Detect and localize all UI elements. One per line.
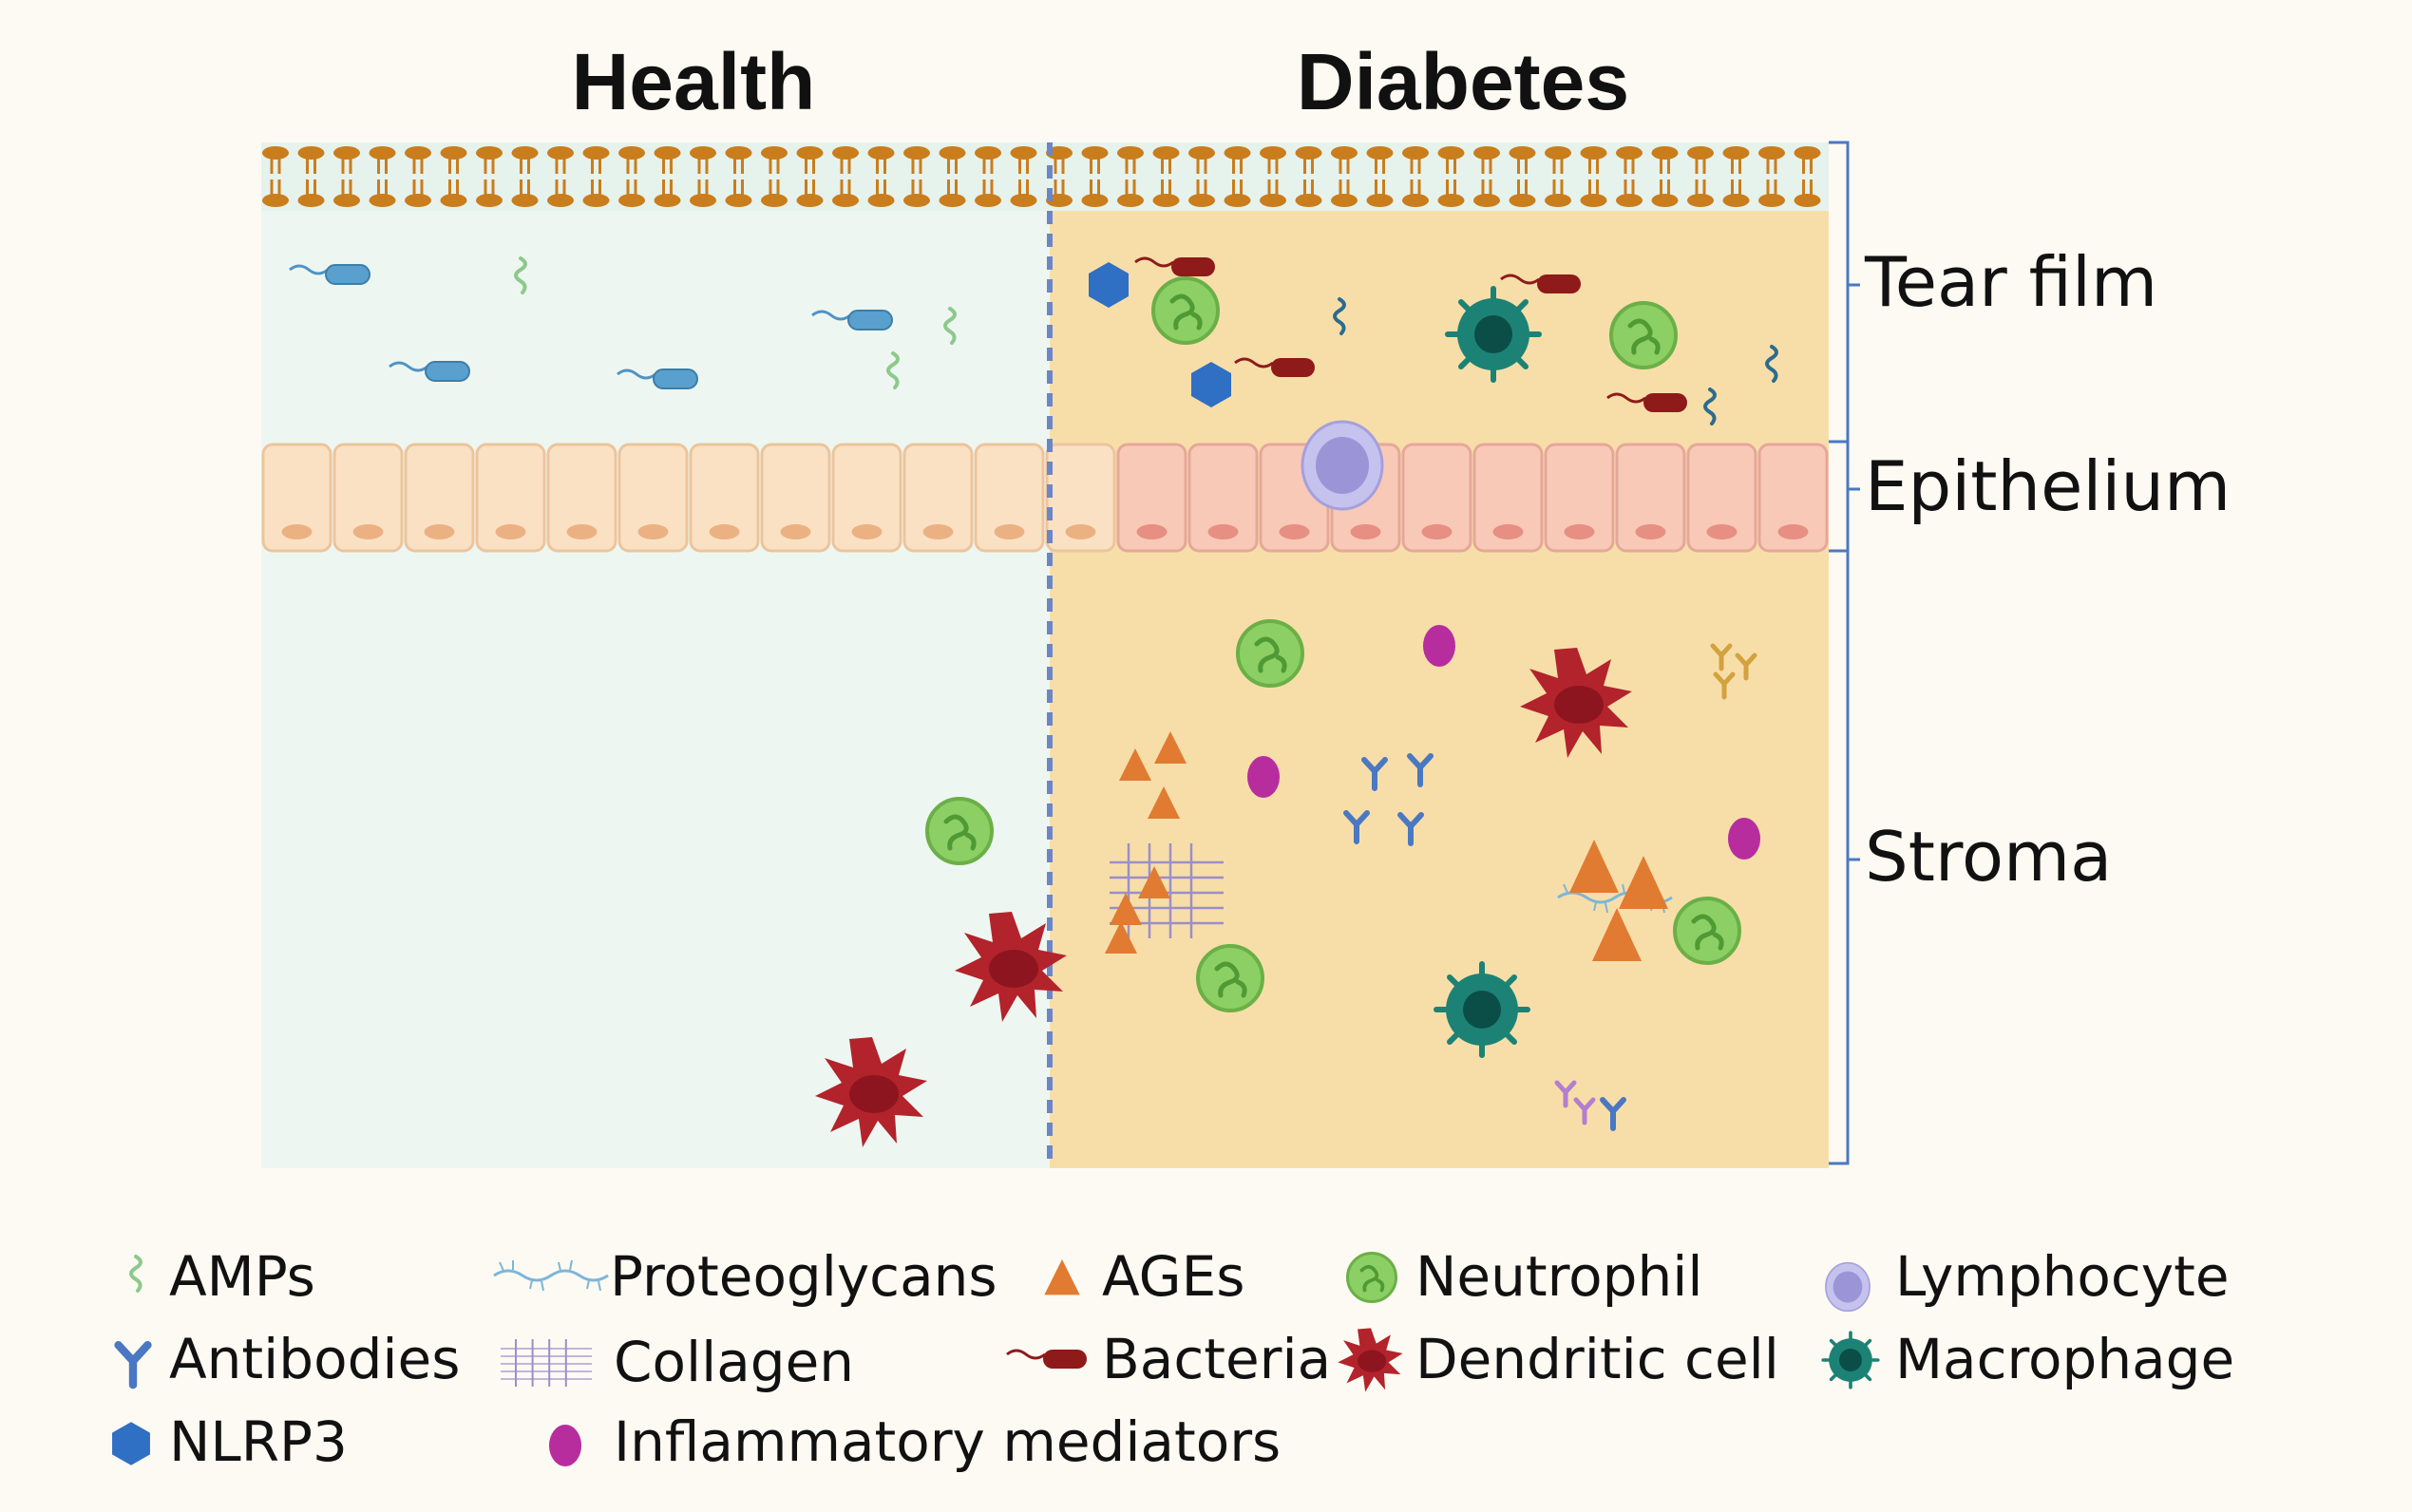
proteoglycan-legend-icon (492, 1258, 610, 1293)
epithelial-cell (1544, 443, 1615, 553)
legend-ages: AGEs (1102, 1244, 1245, 1309)
epithelial-cell-nucleus (1279, 524, 1310, 539)
epithelial-cell-nucleus (780, 524, 811, 539)
amp-legend-icon (129, 1255, 142, 1293)
neutrophil-icon (1675, 898, 1739, 963)
neutrophil-icon (927, 799, 992, 863)
epithelial-cell (1401, 443, 1472, 553)
epithelial-cell (1615, 443, 1686, 553)
epithelial-cell-nucleus (281, 524, 313, 539)
collagen-legend-icon (499, 1337, 594, 1389)
epithelial-cell-nucleus (1635, 524, 1666, 539)
legend-nlrp3: NLRP3 (169, 1409, 348, 1474)
epithelial-cell-nucleus (637, 524, 669, 539)
ages-legend-icon (1044, 1259, 1080, 1295)
bacteria-legend-icon (1005, 1348, 1089, 1370)
lymphocyte-legend-icon (1825, 1261, 1871, 1313)
epithelial-cell-nucleus (1421, 524, 1453, 539)
epithelial-cell-nucleus (994, 524, 1025, 539)
neutrophil-icon (1238, 621, 1302, 686)
antibody-legend-icon (119, 1345, 148, 1385)
legend-proteoglycans: Proteoglycans (610, 1244, 997, 1309)
epithelial-cell-nucleus (352, 524, 384, 539)
epithelial-cell-nucleus (1065, 524, 1096, 539)
epithelial-cell (1187, 443, 1259, 553)
epithelial-cell (831, 443, 902, 553)
epithelial-cell (902, 443, 974, 553)
health-panel-background (261, 142, 1050, 1168)
legend-neutrophil: Neutrophil (1415, 1244, 1703, 1309)
neutrophil-icon (1611, 303, 1676, 368)
layer-bracket (1829, 141, 1860, 1165)
diabetes-title: Diabetes (1296, 37, 1630, 126)
legend-lymphocyte: Lymphocyte (1895, 1244, 2230, 1309)
epithelial-cell (760, 443, 831, 553)
epithelium-label: Epithelium (1865, 446, 2232, 526)
dendritic-cell-legend-icon (1338, 1328, 1403, 1392)
inflammatory-mediator-icon (1728, 818, 1760, 860)
epithelial-cell (617, 443, 689, 553)
epithelial-cell (1686, 443, 1757, 553)
epithelial-cell-nucleus (1136, 524, 1168, 539)
epithelial-cell-nucleus (1492, 524, 1524, 539)
epithelial-cell-nucleus (495, 524, 526, 539)
legend-collagen: Collagen (614, 1330, 855, 1394)
legend-macrophage: Macrophage (1895, 1327, 2235, 1391)
epithelial-cell-nucleus (1207, 524, 1239, 539)
epithelial-cell-nucleus (1706, 524, 1738, 539)
stroma-label: Stroma (1865, 817, 2113, 897)
inflammatory-mediator-icon (1423, 625, 1455, 667)
legend-bacteria: Bacteria (1102, 1327, 1332, 1391)
epithelial-cell (546, 443, 617, 553)
epithelial-cell-nucleus (922, 524, 954, 539)
tear-film-label: Tear film (1865, 242, 2158, 322)
epithelial-cell-nucleus (851, 524, 883, 539)
epithelial-cell (332, 443, 404, 553)
epithelial-cell-nucleus (1350, 524, 1381, 539)
epithelial-cell-nucleus (424, 524, 455, 539)
epithelial-cell-nucleus (709, 524, 740, 539)
epithelial-cell-nucleus (1564, 524, 1595, 539)
macrophage-icon (1436, 964, 1528, 1055)
nlrp3-legend-icon (112, 1422, 150, 1465)
epithelial-cell (475, 443, 546, 553)
neutrophil-legend-icon (1345, 1251, 1398, 1304)
inflammatory-mediator-icon (1247, 756, 1280, 798)
neutrophil-icon (1198, 946, 1263, 1011)
legend-dendritic-cell: Dendritic cell (1415, 1327, 1779, 1391)
epithelial-cell-nucleus (1777, 524, 1809, 539)
neutrophil-icon (1153, 278, 1218, 343)
health-title: Health (571, 37, 816, 126)
epithelial-cell (689, 443, 760, 553)
epithelial-cell (1757, 443, 1829, 553)
macrophage-icon (1448, 289, 1539, 380)
epithelial-cell (261, 443, 332, 553)
lymphocyte-icon (1301, 420, 1384, 511)
epithelium-cells (261, 443, 1829, 553)
epithelial-cell (404, 443, 475, 553)
legend-amps: AMPs (169, 1244, 315, 1309)
macrophage-legend-icon (1821, 1331, 1880, 1389)
legend-antibodies: Antibodies (169, 1327, 461, 1391)
legend-inflammatory-mediators: Inflammatory mediators (614, 1409, 1282, 1474)
epithelial-cell (1472, 443, 1544, 553)
epithelial-cell (1116, 443, 1187, 553)
epithelial-cell-nucleus (566, 524, 598, 539)
epithelial-cell (974, 443, 1045, 553)
inflammatory-mediator-legend-icon (549, 1425, 581, 1466)
